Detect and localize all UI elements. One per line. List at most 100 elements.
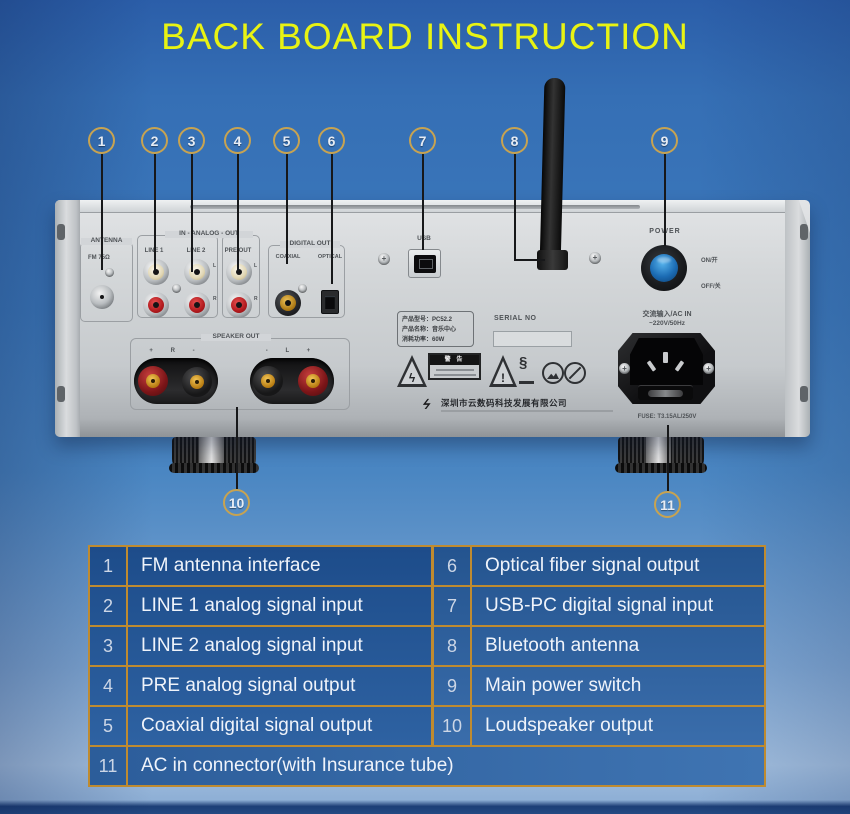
panel-screw xyxy=(298,284,307,293)
preout-rca-right xyxy=(226,292,252,318)
caution-warning-icon: ! xyxy=(489,355,517,387)
line1-rca-left xyxy=(143,259,169,285)
callout-number: 10 xyxy=(228,494,245,511)
callout-6: 6 xyxy=(318,127,345,154)
warning-text-line xyxy=(436,369,474,371)
leader-line-10 xyxy=(236,407,238,489)
table-row: 10 Loudspeaker output xyxy=(434,705,764,745)
speaker-right-terminal-recess xyxy=(134,358,218,404)
row-description: LINE 2 analog signal input xyxy=(141,635,363,656)
left-foot xyxy=(169,437,259,473)
callout-number: 7 xyxy=(418,132,427,149)
product-name: 产品名称：音乐中心 xyxy=(402,327,457,333)
table-row: 5 Coaxial digital signal output xyxy=(90,705,431,745)
coaxial-jack xyxy=(275,290,301,316)
row-number: 10 xyxy=(434,707,472,745)
row-description: AC in connector(with Insurance tube) xyxy=(141,755,454,776)
inlet-screw: + xyxy=(703,363,714,374)
ac-volt-label: ~220V/50Hz xyxy=(649,320,685,327)
company-subtext-line xyxy=(441,410,613,412)
certification-glyph xyxy=(547,373,559,379)
optical-port xyxy=(321,290,339,314)
hot-surface-underline xyxy=(519,381,534,384)
product-power: 消耗功率：60W xyxy=(402,337,445,343)
callout-number: 11 xyxy=(660,496,675,513)
row-number: 3 xyxy=(90,627,128,665)
panel-screw: + xyxy=(589,252,601,264)
inlet-screw: + xyxy=(619,363,630,374)
line2-rca-right xyxy=(184,292,210,318)
channel-l-mark: L xyxy=(254,263,258,269)
panel-screw xyxy=(172,284,181,293)
channel-l-mark: L xyxy=(213,263,217,269)
leader-line-9 xyxy=(664,154,666,246)
row-description: USB-PC digital signal input xyxy=(485,595,714,616)
row-description: Coaxial digital signal output xyxy=(141,715,373,736)
right-flange xyxy=(785,200,810,437)
table-row: 4 PRE analog signal output xyxy=(90,665,431,705)
callout-10: 10 xyxy=(223,489,250,516)
binding-post-red xyxy=(298,366,328,396)
fuse-label: FUSE: T3.15AL/250V xyxy=(637,414,697,420)
serial-label: SERIAL NO xyxy=(494,315,537,322)
row-description: Loudspeaker output xyxy=(485,715,653,736)
line2-label: LINE 2 xyxy=(186,248,206,254)
row-number: 5 xyxy=(90,707,128,745)
row-description: PRE analog signal output xyxy=(141,675,356,696)
company-name: 深圳市云数码科技发展有限公司 xyxy=(441,398,568,408)
left-flange xyxy=(55,200,80,437)
serial-number-box xyxy=(493,331,572,347)
line2-rca-left xyxy=(184,259,210,285)
flange-notch xyxy=(800,386,808,402)
callout-2: 2 xyxy=(141,127,168,154)
product-label-box: 产品型号：PC52.2 产品名称：音乐中心 消耗功率：60W xyxy=(397,311,474,347)
callout-number: 9 xyxy=(660,132,669,149)
flange-notch xyxy=(57,224,65,240)
leader-line-11 xyxy=(667,425,669,491)
row-description: Optical fiber signal output xyxy=(485,555,700,576)
preout-rca-left xyxy=(226,259,252,285)
panel-screw: + xyxy=(378,253,390,265)
binding-post-black xyxy=(182,367,212,397)
callout-8: 8 xyxy=(501,127,528,154)
row-number: 2 xyxy=(90,587,128,625)
antenna-label: ANTENNA xyxy=(81,237,132,245)
leader-line-8 xyxy=(514,154,516,261)
table-row: 7 USB-PC digital signal input xyxy=(434,585,764,625)
leader-line-5 xyxy=(286,154,288,264)
fuse-pill xyxy=(648,390,683,397)
binding-post-red xyxy=(138,366,168,396)
callout-1: 1 xyxy=(88,127,115,154)
prohibition-slash xyxy=(568,366,582,380)
callout-number: 4 xyxy=(233,132,242,149)
row-number: 6 xyxy=(434,547,472,585)
product-model: 产品型号：PC52.2 xyxy=(402,317,453,323)
row-description: FM antenna interface xyxy=(141,555,321,576)
binding-post-black xyxy=(253,366,283,396)
warning-caution-box: 警 告 xyxy=(428,353,481,380)
certification-icon xyxy=(542,362,564,384)
leader-line-2 xyxy=(154,154,156,272)
high-voltage-warning-icon: ϟ xyxy=(397,355,427,387)
ac-prong-slot xyxy=(663,352,668,363)
warning-text-line xyxy=(434,374,476,376)
callout-number: 5 xyxy=(282,132,291,149)
table-row: 3 LINE 2 analog signal input xyxy=(90,625,431,665)
channel-r-mark: R xyxy=(254,296,258,302)
line1-label: LINE 1 xyxy=(144,248,164,254)
page-title: BACK BOARD INSTRUCTION xyxy=(161,16,689,57)
hot-surface-icon: § xyxy=(519,354,528,371)
callout-5: 5 xyxy=(273,127,300,154)
coaxial-label: COAXIAL xyxy=(275,254,301,260)
vent-slot xyxy=(190,205,640,209)
row-number: 7 xyxy=(434,587,472,625)
speaker-out-label: SPEAKER OUT xyxy=(201,333,271,341)
off-label: OFF/关 xyxy=(701,284,721,290)
row-number: 4 xyxy=(90,667,128,705)
